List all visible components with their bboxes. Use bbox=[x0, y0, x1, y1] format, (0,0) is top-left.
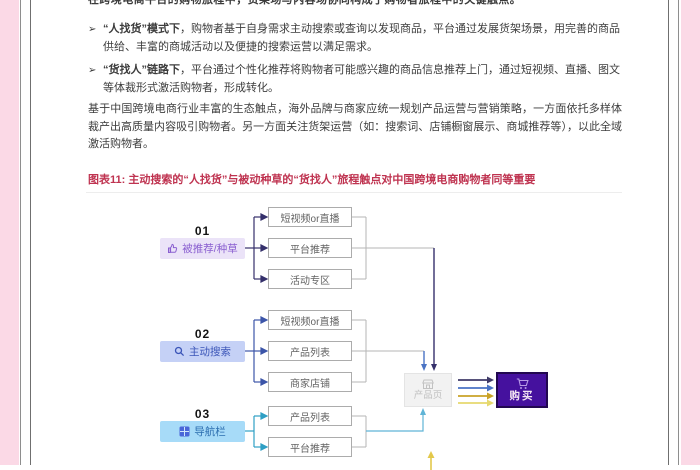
stage-pill-search: 主动搜索 bbox=[160, 341, 245, 362]
stage-pill-label: 导航栏 bbox=[194, 426, 226, 438]
bullet-huo-zhao-ren: ➢ “货找人”链路下，平台通过个性化推荐将购物者可能感兴趣的商品信息推荐上门，通… bbox=[88, 62, 622, 97]
page-edge-line bbox=[30, 0, 31, 465]
page-margin-right bbox=[681, 0, 700, 465]
touchpoint-box: 产品列表 bbox=[268, 406, 352, 426]
cart-icon bbox=[516, 378, 529, 390]
bullet-ren-zhao-huo: ➢ “人找货”模式下，购物者基于自身需求主动搜索或查询以发现商品，平台通过发展货… bbox=[88, 21, 622, 56]
stage-number-1: 01 bbox=[194, 224, 211, 238]
buy-label: 购买 bbox=[509, 390, 535, 402]
product-page-node: 产品页 bbox=[404, 373, 452, 407]
storefront-icon bbox=[422, 379, 434, 390]
bullet-text: “人找货”模式下，购物者基于自身需求主动搜索或查询以发现商品，平台通过发展货架场… bbox=[103, 23, 620, 53]
stage-pill-label: 主动搜索 bbox=[189, 346, 231, 358]
touchpoint-box: 平台推荐 bbox=[268, 238, 352, 258]
product-page-label: 产品页 bbox=[413, 390, 443, 401]
bullet-text: “货找人”链路下，平台通过个性化推荐将购物者可能感兴趣的商品信息推荐上门，通过短… bbox=[103, 64, 620, 94]
intro-clipped-line: 在跨境电商平台的购物旅程中，货架场与内容场协同构成了购物者旅程中的关键触点。 bbox=[88, 0, 522, 6]
page-edge-line bbox=[678, 0, 679, 465]
thumbs-up-icon bbox=[167, 243, 178, 254]
page-edge-line bbox=[668, 0, 669, 465]
grid-icon bbox=[179, 426, 190, 437]
stage-pill-label: 被推荐/种草 bbox=[182, 243, 238, 255]
buy-node: 购买 bbox=[496, 372, 548, 408]
bullet-marker: ➢ bbox=[88, 65, 97, 76]
touchpoint-box: 产品列表 bbox=[268, 341, 352, 361]
touchpoint-box: 平台推荐 bbox=[268, 437, 352, 457]
summary-paragraph: 基于中国跨境电商行业丰富的生态触点，海外品牌与商家应统一规划产品运营与营销策略，… bbox=[88, 103, 622, 150]
touchpoint-box: 短视频or直播 bbox=[268, 207, 352, 227]
stage-number-3: 03 bbox=[194, 407, 211, 421]
stage-pill-seeded: 被推荐/种草 bbox=[160, 238, 245, 259]
stage-pill-navbar: 导航栏 bbox=[160, 421, 245, 442]
bullet-marker: ➢ bbox=[88, 24, 97, 35]
touchpoint-box: 短视频or直播 bbox=[268, 310, 352, 330]
figure-title: 图表11: 主动搜索的“人找货”与被动种草的“货找人”旅程触点对中国跨境电商购物… bbox=[88, 174, 536, 186]
touchpoint-box: 活动专区 bbox=[268, 269, 352, 289]
page-margin-left bbox=[0, 0, 19, 465]
stage-number-2: 02 bbox=[194, 327, 211, 341]
search-icon bbox=[174, 346, 185, 357]
page-body: 在跨境电商平台的购物旅程中，货架场与内容场协同构成了购物者旅程中的关键触点。 ➢… bbox=[31, 0, 668, 465]
touchpoint-box: 商家店铺 bbox=[268, 372, 352, 392]
figure-divider bbox=[86, 192, 622, 193]
page-edge-line bbox=[20, 0, 21, 465]
